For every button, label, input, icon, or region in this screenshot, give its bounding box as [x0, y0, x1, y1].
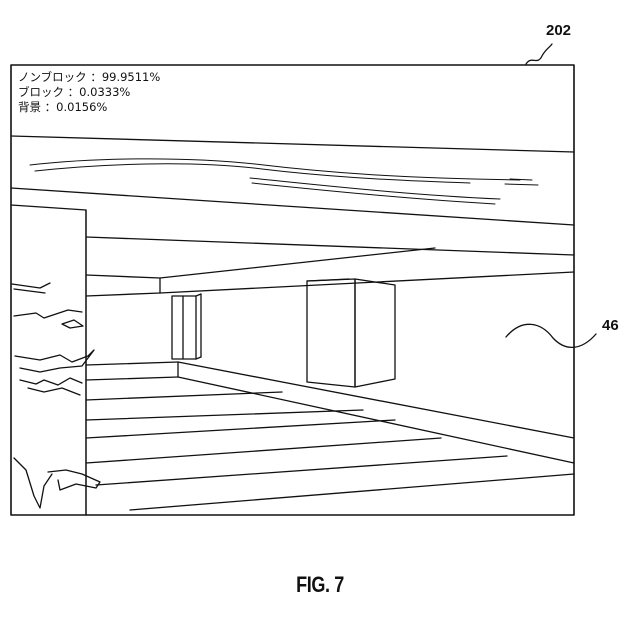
ceiling-beams — [86, 248, 574, 296]
reference-numeral-202: 202 — [546, 22, 571, 39]
overlay-line-block: ブロック ：0.0333% — [18, 85, 160, 100]
overlay-value: 99.9511% — [102, 70, 160, 84]
reference-numeral-46: 46 — [602, 317, 619, 334]
overlay-value: 0.0333% — [79, 85, 130, 99]
overlay-sep: ： — [45, 100, 57, 114]
leader-line-46 — [506, 324, 596, 347]
ceiling — [11, 136, 574, 255]
overlay-sep: ： — [68, 85, 80, 99]
overlay-line-nonblock: ノンブロック ：99.9511% — [18, 70, 160, 85]
overlay-sep: ： — [90, 70, 102, 84]
overlay-line-background: 背景 ：0.0156% — [18, 100, 160, 115]
column-small — [172, 294, 201, 359]
leader-line-202 — [526, 44, 552, 64]
figure-caption: FIG. 7 — [58, 572, 583, 598]
left-wall — [11, 205, 100, 515]
column-large — [307, 279, 395, 387]
display-frame — [11, 65, 574, 515]
classification-overlay: ノンブロック ：99.9511% ブロック ：0.0333% 背景 ：0.015… — [18, 70, 160, 115]
overlay-label: ブロック — [18, 85, 64, 99]
overlay-label: 背景 — [18, 100, 41, 114]
overlay-value: 0.0156% — [56, 100, 107, 114]
overlay-label: ノンブロック — [18, 70, 87, 84]
